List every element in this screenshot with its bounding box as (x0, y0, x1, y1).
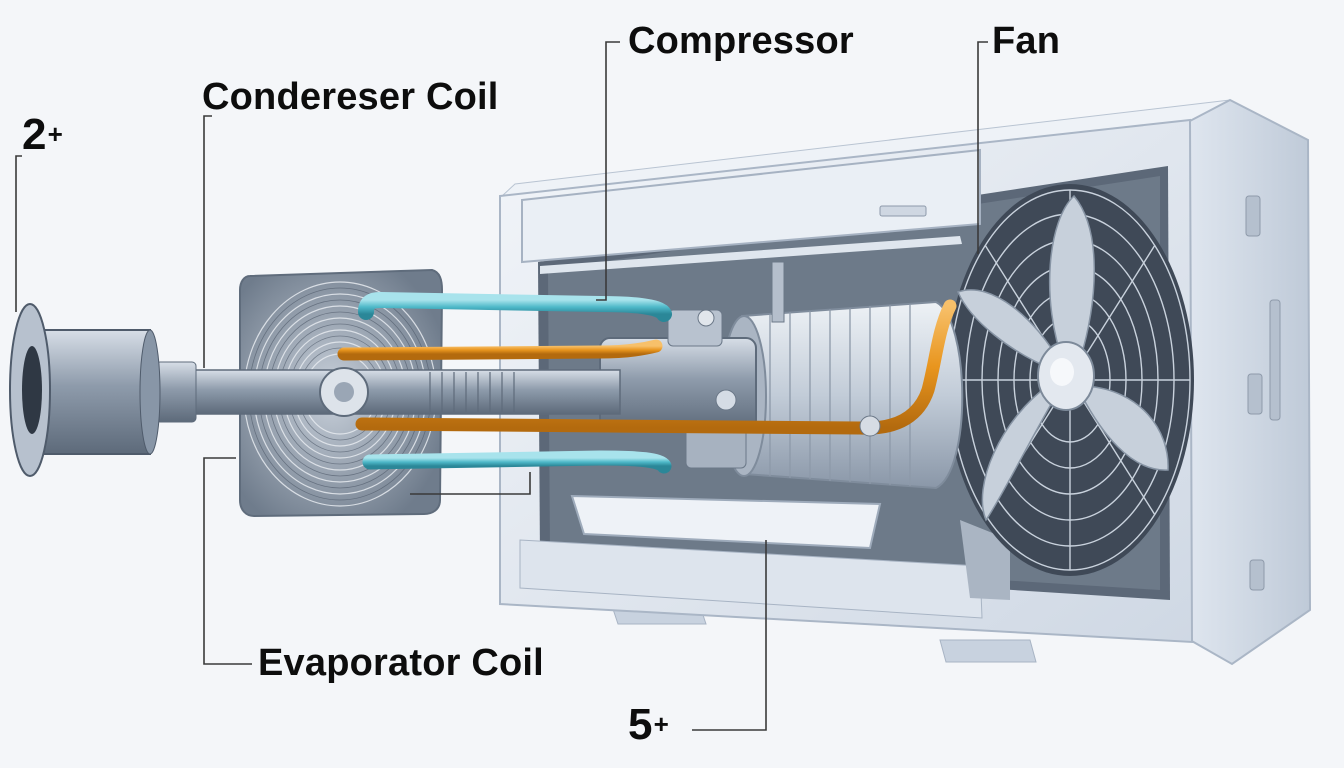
leader-5 (692, 540, 767, 731)
evaporator-coil-label: Evaporator Coil (258, 642, 544, 684)
callout-5-number: 5 (628, 700, 653, 749)
shaft-assembly (9, 303, 621, 477)
shaft (139, 369, 621, 415)
callout-2-label: 2+ (22, 110, 63, 160)
callout-2-number: 2 (22, 110, 47, 159)
copper-pipe-loop (355, 299, 957, 435)
leader-condenser (203, 115, 212, 368)
inlet-cylinder (39, 329, 151, 455)
compressor-label: Compressor (628, 20, 854, 62)
callout-5-label: 5+ (628, 700, 669, 750)
refrigerant-pipes (337, 291, 957, 474)
leader-evaporator (203, 457, 252, 665)
leader-2 (15, 155, 22, 312)
copper-pipe-top (337, 339, 663, 361)
coolant-pipe-top (358, 291, 672, 322)
leader-lines (15, 41, 988, 731)
fan-blade (956, 289, 1061, 371)
fan-blade (1081, 385, 1169, 471)
condenser-coil-label: Condereser Coil (202, 76, 499, 118)
cabinet-base (519, 539, 983, 619)
leader-compressor (596, 41, 620, 301)
compressor-icon (599, 261, 964, 490)
drip-tray (570, 494, 882, 550)
callout-2-plus: + (47, 119, 64, 149)
fan-blade (981, 383, 1059, 522)
top-panel (521, 148, 981, 264)
leader-evap-tray (410, 472, 531, 495)
fan-label: Fan (992, 20, 1061, 62)
cabinet-foot-right (939, 639, 1037, 663)
fan-icon (946, 184, 1194, 576)
nameplate (879, 205, 927, 217)
callout-5-plus: + (653, 709, 670, 739)
coolant-pipe-bottom (362, 450, 672, 474)
leader-fan (977, 41, 988, 254)
fan-blade (1048, 194, 1095, 365)
